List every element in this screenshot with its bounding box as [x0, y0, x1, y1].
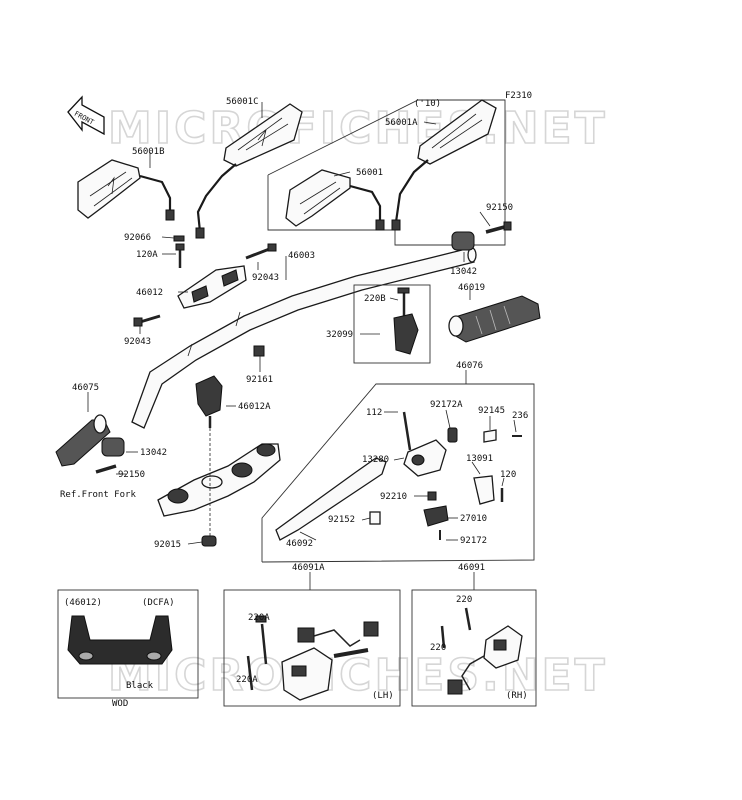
label-56001B: 56001B: [132, 147, 165, 157]
label-92150-upper: 92150: [486, 203, 513, 213]
switch-rh-46091: [440, 607, 523, 695]
label-120A: 120A: [136, 250, 158, 260]
label-92043-upper: 92043: [252, 273, 279, 283]
label-56001A: 56001A: [385, 118, 418, 128]
watermark-top: MICROFICHES.NET: [108, 103, 608, 154]
inset-right-side: (RH): [506, 691, 528, 701]
label-13042-lower: 13042: [140, 448, 167, 458]
mirror-56001: [285, 169, 385, 231]
inset-46091A-lh: [223, 589, 401, 707]
holder-46012: [177, 265, 247, 309]
inset-color: Black: [126, 681, 154, 691]
holder-46012A: [195, 375, 223, 428]
year-region-outline: [267, 99, 506, 246]
bolt-92043-upper: [245, 243, 277, 260]
inset-46012-dcfa: [57, 589, 199, 699]
diagram-code: F2310: [505, 91, 532, 101]
bolt-120A: [175, 243, 185, 268]
mirror-56001B: [77, 159, 175, 221]
label-92015: 92015: [154, 540, 181, 550]
inset-mid-side: (LH): [372, 691, 394, 701]
box-32099: [353, 284, 431, 364]
handlebar-46003: [131, 247, 477, 429]
label-13042-upper: 13042: [450, 267, 477, 277]
ref-front-fork: Ref.Front Fork: [60, 490, 136, 500]
inset-code: WOD: [112, 699, 128, 709]
inset-ref: (46012): [64, 598, 102, 608]
label-92172A: 92172A: [430, 400, 463, 410]
label-46019: 46019: [458, 283, 485, 293]
switch-lh-46091A: [246, 615, 379, 701]
label-220A-lower: 220A: [236, 675, 258, 685]
label-46012: 46012: [136, 288, 163, 298]
label-112: 112: [366, 408, 382, 418]
mirror-56001C: [195, 103, 303, 239]
label-220-upper: 220: [456, 595, 472, 605]
label-92145: 92145: [478, 406, 505, 416]
upper-clamp: [157, 443, 281, 517]
label-46075: 46075: [72, 383, 99, 393]
label-46091: 46091: [458, 563, 485, 573]
inset-46091-rh: [411, 589, 537, 707]
label-46076: 46076: [456, 361, 483, 371]
label-92150-lower: 92150: [118, 470, 145, 480]
inset-variant: (DCFA): [142, 598, 175, 608]
bolt-92150-right: [485, 221, 512, 234]
label-32099: 32099: [326, 330, 353, 340]
label-46092: 46092: [286, 539, 313, 549]
part-220B-32099: [393, 287, 419, 355]
weight-13042-left: [101, 437, 125, 457]
label-13280: 13280: [362, 455, 389, 465]
label-220B: 220B: [364, 294, 386, 304]
nut-92015: [201, 535, 217, 547]
holder-black-variant: [67, 615, 173, 665]
label-220-lower: 220: [430, 643, 446, 653]
leader-lines: [87, 102, 517, 590]
lever-46092: [275, 457, 387, 541]
label-92043-lower: 92043: [124, 337, 151, 347]
label-92172: 92172: [460, 536, 487, 546]
label-56001: 56001: [356, 168, 383, 178]
label-92066: 92066: [124, 233, 151, 243]
washer-92066: [173, 235, 185, 242]
label-13091: 13091: [466, 454, 493, 464]
box-46076: [261, 383, 535, 563]
label-27010: 27010: [460, 514, 487, 524]
label-46003: 46003: [288, 251, 315, 261]
grip-46075: [55, 414, 111, 467]
label-92161: 92161: [246, 375, 273, 385]
label-236: 236: [512, 411, 528, 421]
weight-13042-right: [451, 231, 475, 251]
grip-46019: [448, 295, 541, 343]
label-92210: 92210: [380, 492, 407, 502]
bolt-92043-lower: [133, 314, 161, 327]
label-220A-upper: 220A: [248, 613, 270, 623]
label-46012A: 46012A: [238, 402, 271, 412]
front-arrow-icon: FRONT: [67, 95, 105, 136]
label-46091A: 46091A: [292, 563, 325, 573]
mirror-56001A: [391, 99, 497, 231]
nut-92161: [253, 345, 265, 357]
label-120: 120: [500, 470, 516, 480]
watermark-bottom: MICROFICHES.NET: [108, 650, 608, 701]
label-92152: 92152: [328, 515, 355, 525]
bolt-92150-left: [95, 464, 117, 474]
label-56001C: 56001C: [226, 97, 259, 107]
year-note: ('10): [414, 99, 441, 109]
lever-assembly-46076: [402, 411, 522, 540]
